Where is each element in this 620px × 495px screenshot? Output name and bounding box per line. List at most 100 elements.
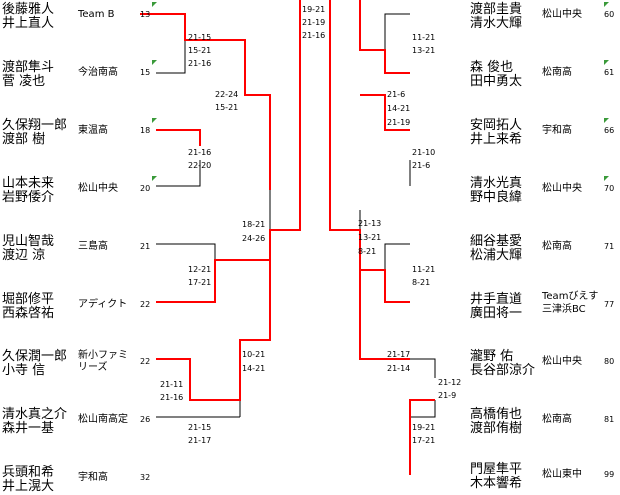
- right-player-9-name-b: 木本響希: [470, 476, 523, 491]
- right-player-1-name-a: 渡部圭貴: [470, 2, 523, 17]
- right-player-8-name-a: 高橋侑也: [470, 407, 523, 422]
- seed-flag-icon: [152, 118, 157, 123]
- center-mid-score-3: 8-21: [358, 247, 377, 256]
- left-player-2-team: 今治南高: [78, 67, 118, 78]
- right-m3-score-2: 21-6: [412, 161, 431, 170]
- seed-flag-icon: [604, 176, 609, 181]
- left-player-6-name-a: 堀部修平: [2, 292, 55, 307]
- left-player-7-name-b: 小寺 信: [2, 363, 46, 378]
- win-l-p7: [156, 0, 301, 401]
- right-player-9-team: 松山東中: [542, 469, 582, 480]
- seed-flag-icon: [152, 60, 157, 65]
- left-player-2-name-a: 渡部隼斗: [2, 60, 55, 75]
- right-m1-score-1: 11-21: [412, 33, 436, 42]
- right-player-5-name-b: 松浦大輝: [470, 248, 523, 263]
- left-player-6-seed: 22: [140, 300, 151, 309]
- seed-flag-icon: [604, 118, 609, 123]
- left-player-2-name-b: 菅 凌也: [2, 74, 46, 89]
- right-m7-score-2: 17-21: [412, 436, 436, 445]
- right-player-1-name-b: 清水大輝: [470, 16, 523, 31]
- center-mid-score-1: 21-13: [358, 219, 382, 228]
- win-l-p6: [156, 259, 270, 303]
- left-player-3-name-a: 久保翔一郎: [2, 118, 68, 133]
- right-player-4-name-a: 清水光真: [470, 176, 523, 191]
- left-m1-score-3: 21-16: [188, 59, 212, 68]
- left-player-5-team: 三島高: [78, 241, 108, 252]
- right-m6-score-2: 21-9: [438, 391, 457, 400]
- left-player-7-name-a: 久保潤一郎: [2, 349, 68, 364]
- line-r-p8: [410, 400, 436, 418]
- left-player-7-team: 新小ファミリーズ: [78, 350, 128, 373]
- left-player-5-name-b: 渡辺 涼: [2, 248, 46, 263]
- right-player-5-team: 松南高: [542, 241, 572, 252]
- left-m7-score-1: 21-11: [160, 380, 184, 389]
- left-m3-score-1: 21-16: [188, 148, 212, 157]
- seed-flag-icon: [604, 2, 609, 7]
- right-player-6-team: Teamびえす 三津浜BC: [542, 291, 599, 315]
- left-player-1-team: Team B: [78, 9, 115, 20]
- left-m6-score-2: 14-21: [242, 364, 266, 373]
- left-player-3-name-b: 渡部 樹: [2, 132, 46, 147]
- left-player-4-seed: 20: [140, 184, 151, 193]
- line-l-p4: [156, 160, 201, 187]
- right-player-5-seed: 71: [604, 242, 615, 251]
- right-player-4-seed: 70: [604, 184, 615, 193]
- center-top-score-3: 21-16: [302, 31, 326, 40]
- left-m8-score-1: 21-15: [188, 423, 212, 432]
- left-m7-score-2: 21-16: [160, 393, 184, 402]
- left-player-5-name-a: 児山智哉: [2, 234, 55, 249]
- line-r-p5: [384, 243, 410, 270]
- right-m2-score-1: 21-6: [387, 90, 406, 99]
- center-top-score-1: 19-21: [302, 5, 326, 14]
- left-player-9-name-b: 井上滉大: [2, 479, 55, 494]
- right-m4-score-2: 8-21: [412, 278, 431, 287]
- right-player-7-name-a: 瀧野 佑: [470, 349, 514, 364]
- right-player-8-team: 松南高: [542, 414, 572, 425]
- right-player-3-seed: 66: [604, 126, 615, 135]
- left-m2-score-1: 22-24: [215, 90, 239, 99]
- left-player-3-seed: 18: [140, 126, 151, 135]
- left-player-4-team: 松山中央: [78, 183, 118, 194]
- right-m5-score-2: 21-14: [387, 364, 411, 373]
- right-m7-score-1: 19-21: [412, 423, 436, 432]
- left-player-8-name-a: 清水真之介: [2, 407, 68, 422]
- right-player-3-name-b: 井上来希: [470, 132, 523, 147]
- win-r-p2: [359, 0, 410, 74]
- right-player-8-name-b: 渡部侑樹: [470, 421, 523, 436]
- line-r-p1: [384, 13, 410, 50]
- left-player-9-seed: 32: [140, 473, 151, 482]
- win-l-p3: [156, 129, 201, 146]
- right-player-6-name-a: 井手直道: [470, 292, 523, 307]
- seed-flag-icon: [604, 60, 609, 65]
- left-player-9-name-a: 兵頭和希: [2, 465, 55, 480]
- right-player-1-team: 松山中央: [542, 9, 582, 20]
- center-mid-score-2: 13-21: [358, 233, 382, 242]
- right-player-2-seed: 61: [604, 68, 615, 77]
- win-r-m5: [359, 230, 410, 360]
- left-player-2-seed: 15: [140, 68, 151, 77]
- center-top-score-2: 21-19: [302, 18, 326, 27]
- left-m2-score-2: 15-21: [215, 103, 239, 112]
- left-player-8-name-b: 森井一基: [2, 421, 55, 436]
- left-player-6-name-b: 西森啓祐: [2, 306, 55, 321]
- right-player-4-team: 松山中央: [542, 183, 582, 194]
- left-m5-score-2: 17-21: [188, 278, 212, 287]
- left-m6-score-1: 10-21: [242, 350, 266, 359]
- left-m3-score-2: 22-20: [188, 161, 212, 170]
- win-l-p1: [140, 13, 271, 190]
- line-r-p7: [410, 358, 436, 378]
- right-m2-score-3: 21-19: [387, 118, 411, 127]
- left-m4-score-1: 18-21: [242, 220, 266, 229]
- right-player-4-name-b: 野中良緯: [470, 190, 523, 205]
- line-l-p2: [156, 52, 186, 74]
- right-player-9-seed: 99: [604, 470, 615, 479]
- right-m4-score-1: 11-21: [412, 265, 436, 274]
- left-player-4-name-a: 山本未来: [2, 176, 55, 191]
- right-player-2-name-a: 森 俊也: [470, 60, 514, 75]
- left-player-9-team: 宇和高: [78, 472, 108, 483]
- right-m5-score-1: 21-17: [387, 350, 411, 359]
- left-player-1-name-a: 後藤雅人: [2, 2, 55, 17]
- right-player-3-team: 宇和高: [542, 125, 572, 136]
- right-player-3-name-a: 安岡拓人: [470, 118, 523, 133]
- win-r-p9: [409, 399, 435, 475]
